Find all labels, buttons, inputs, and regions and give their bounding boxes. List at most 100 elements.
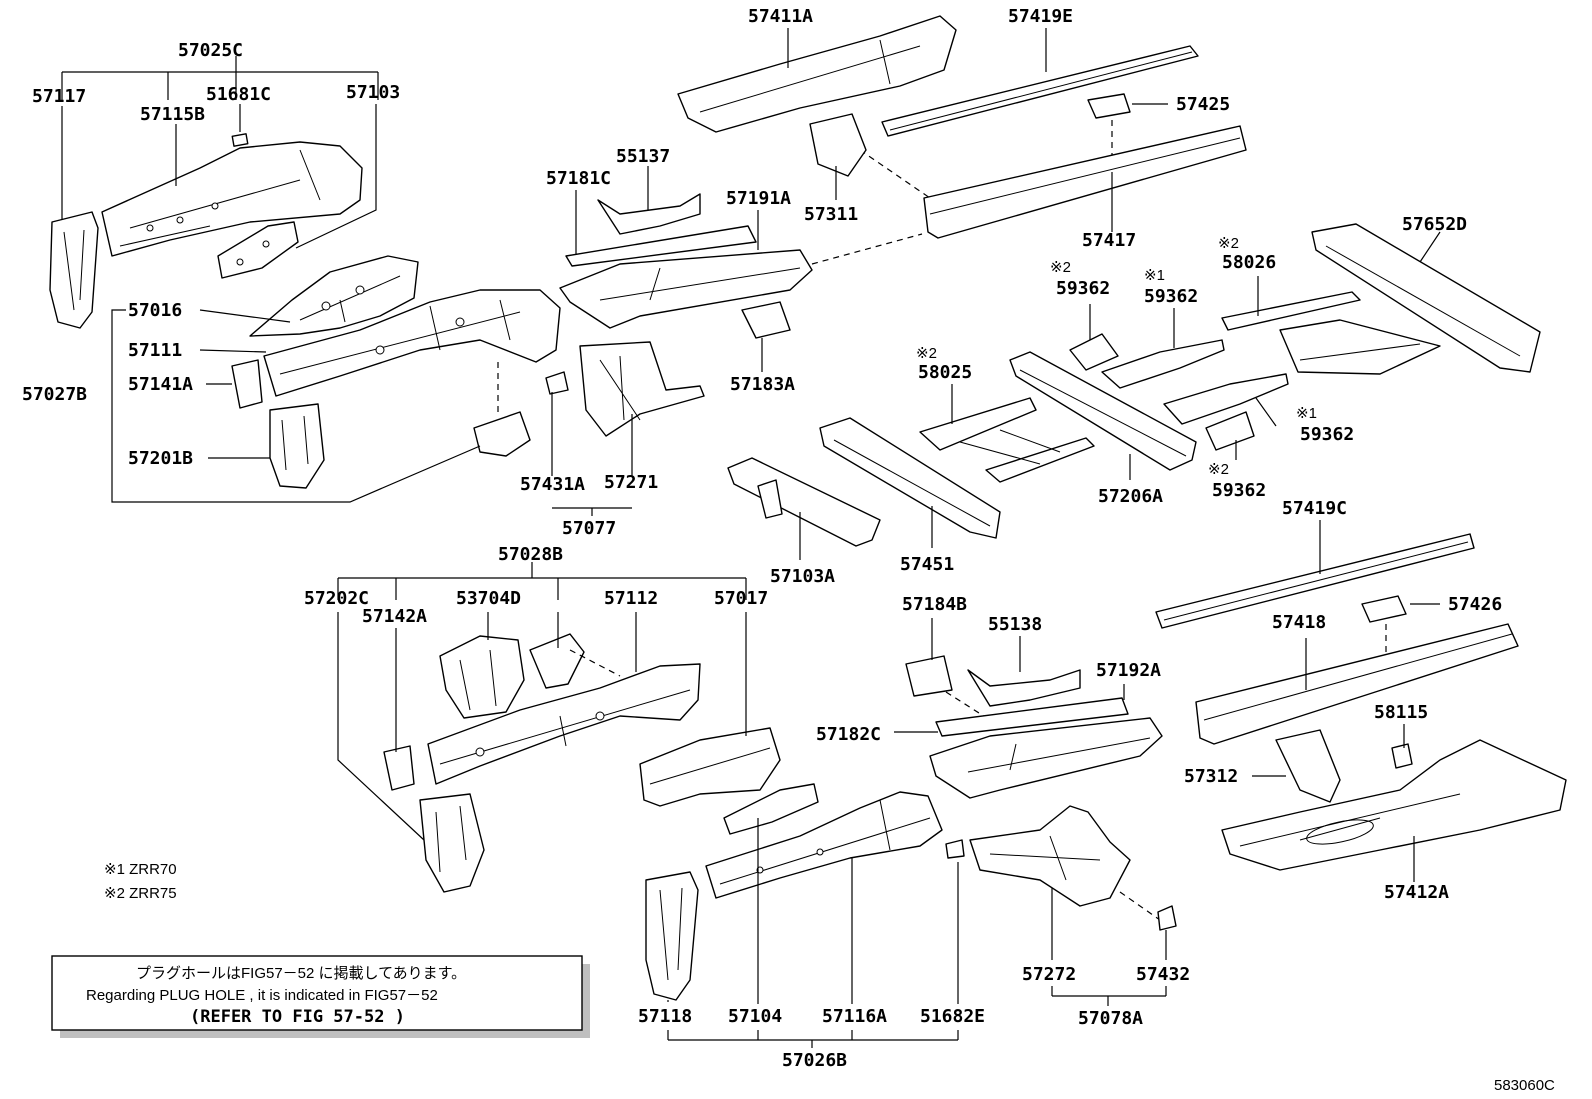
part-bracket-a	[473, 411, 531, 457]
callout-57116A: 57116A	[822, 1006, 887, 1027]
callout-57104: 57104	[728, 1006, 782, 1027]
part-57117	[49, 211, 99, 329]
mark-zrr75-c: ※2	[916, 345, 937, 362]
callout-57017: 57017	[714, 588, 768, 609]
part-57312	[1275, 729, 1341, 803]
part-53704D	[439, 635, 525, 719]
part-51681C	[231, 133, 249, 147]
legend: ※1 ZRR70 ※2 ZRR75	[104, 861, 177, 902]
callout-57271: 57271	[604, 472, 658, 493]
part-57202C	[419, 793, 485, 893]
callout-55137: 55137	[616, 146, 670, 167]
callout-57182C: 57182C	[816, 724, 881, 745]
part-57103A-bracket	[757, 479, 783, 519]
part-57418	[1195, 623, 1519, 745]
part-57181C	[565, 225, 757, 267]
part-57426	[1361, 595, 1407, 623]
callout-57184B: 57184B	[902, 594, 967, 615]
part-51682E	[945, 839, 965, 859]
callout-57191A: 57191A	[726, 188, 791, 209]
callout-57419E: 57419E	[1008, 6, 1073, 27]
callout-57028B: 57028B	[498, 544, 563, 565]
part-57142A	[383, 745, 415, 791]
callout-57026B: 57026B	[782, 1050, 847, 1071]
part-57425	[1087, 93, 1131, 119]
part-57451	[819, 417, 1001, 539]
part-57272	[969, 805, 1131, 907]
callout-57411A: 57411A	[748, 6, 813, 27]
callout-57201B: 57201B	[128, 448, 193, 469]
part-57103A	[727, 457, 881, 547]
note-line-en: Regarding PLUG HOLE , it is indicated in…	[86, 987, 438, 1004]
callout-57111: 57111	[128, 340, 182, 361]
mark-zrr70-b: ※1	[1296, 405, 1317, 422]
callout-53704D: 53704D	[456, 588, 521, 609]
part-57206A	[1009, 351, 1197, 471]
leader-lines	[61, 28, 1441, 1048]
callout-57451: 57451	[900, 554, 954, 575]
figure-code: 583060C	[1494, 1077, 1555, 1094]
callout-57311: 57311	[804, 204, 858, 225]
note-box: プラグホールはFIG57－52 に掲載してあります。 Regarding PLU…	[51, 955, 590, 1038]
part-57431A	[545, 371, 569, 395]
callout-51682E: 51682E	[920, 1006, 985, 1027]
callout-57206A: 57206A	[1098, 486, 1163, 507]
part-57311	[809, 113, 867, 177]
part-55137	[597, 193, 701, 235]
part-57417	[923, 125, 1247, 239]
note-line-jp: プラグホールはFIG57－52 に掲載してあります。	[136, 965, 466, 982]
callout-57141A: 57141A	[128, 374, 193, 395]
mark-zrr75-b: ※2	[1050, 259, 1071, 276]
part-57271	[579, 341, 705, 437]
mark-zrr75-a: ※2	[1218, 235, 1239, 252]
part-57192A	[929, 717, 1163, 799]
legend-zrr75: ※2 ZRR75	[104, 885, 177, 902]
callout-57418: 57418	[1272, 612, 1326, 633]
callout-59362-c: 59362	[1300, 424, 1354, 445]
callout-57417: 57417	[1082, 230, 1136, 251]
part-57104	[723, 783, 819, 835]
callout-59362-d: 59362	[1212, 480, 1266, 501]
callout-57312: 57312	[1184, 766, 1238, 787]
part-58025	[919, 397, 1037, 451]
part-59362-c	[1163, 373, 1289, 425]
callout-59362-a: 59362	[1056, 278, 1110, 299]
part-57116A	[705, 791, 943, 899]
callout-57652D: 57652D	[1402, 214, 1467, 235]
callout-labels: 57025C 57117 57115B 51681C 57103 57016 5…	[22, 6, 1502, 1071]
part-57411A	[677, 15, 957, 133]
part-59362-d	[1205, 411, 1255, 451]
legend-zrr70: ※1 ZRR70	[104, 861, 177, 878]
callout-59362-b: 59362	[1144, 286, 1198, 307]
callout-57115B: 57115B	[140, 104, 205, 125]
part-57118	[645, 871, 699, 1001]
callout-57272: 57272	[1022, 964, 1076, 985]
part-55138	[967, 669, 1081, 707]
part-58115	[1391, 743, 1413, 769]
callout-57432: 57432	[1136, 964, 1190, 985]
part-59362-a	[1069, 333, 1119, 371]
part-57191A	[559, 249, 813, 329]
mark-zrr70-a: ※1	[1144, 267, 1165, 284]
callout-57202C: 57202C	[304, 588, 369, 609]
part-58026	[1221, 291, 1361, 331]
part-57184B	[905, 655, 953, 697]
callout-57077: 57077	[562, 518, 616, 539]
part-57016	[249, 255, 419, 337]
callout-58115: 58115	[1374, 702, 1428, 723]
callout-57112: 57112	[604, 588, 658, 609]
part-57182C	[935, 697, 1129, 737]
callout-57412A: 57412A	[1384, 882, 1449, 903]
part-57183A	[741, 301, 791, 339]
callout-57431A: 57431A	[520, 474, 585, 495]
part-58025-b	[985, 437, 1095, 483]
callout-51681C: 51681C	[206, 84, 271, 105]
callout-57027B: 57027B	[22, 384, 87, 405]
callout-57103A: 57103A	[770, 566, 835, 587]
part-57017	[639, 727, 781, 807]
part-57141A	[231, 359, 263, 409]
part-57112	[427, 663, 701, 785]
callout-57016: 57016	[128, 300, 182, 321]
callout-57103: 57103	[346, 82, 400, 103]
